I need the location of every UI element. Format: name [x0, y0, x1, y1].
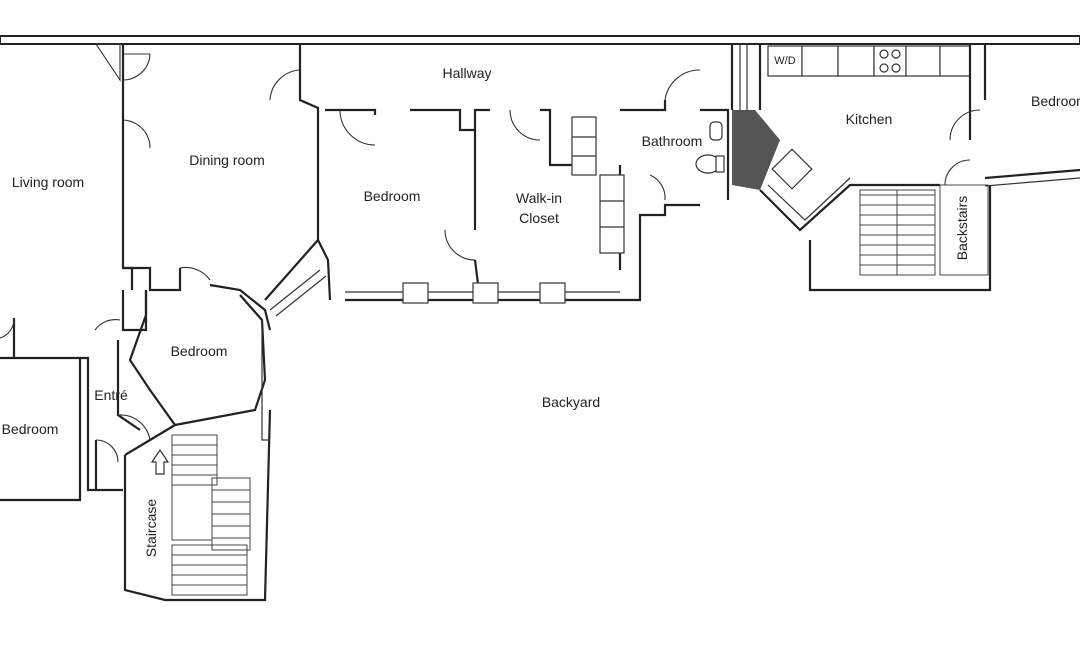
- room-label-bedroom-middle: Bedroom: [364, 188, 421, 204]
- kitchen-walls: [758, 44, 987, 232]
- top-outer-wall: [0, 35, 1080, 45]
- closet-shelves: [571, 116, 625, 254]
- room-label-hallway: Hallway: [442, 65, 491, 81]
- room-label-walk-in-line1: Walk-in: [516, 190, 562, 206]
- washer-dryer-label: W/D: [774, 55, 795, 67]
- room-label-backstairs: Backstairs: [954, 196, 970, 261]
- middle-rooms-walls: [325, 108, 700, 304]
- room-label-staircase: Staircase: [143, 499, 159, 558]
- staircase-steps: [171, 434, 251, 596]
- room-label-bathroom: Bathroom: [642, 133, 703, 149]
- room-label-bedroom-left: Bedroom: [2, 421, 59, 437]
- room-label-walk-in-line2: Closet: [519, 210, 559, 226]
- bathroom-walls: [620, 44, 780, 201]
- backstairs-walls: [808, 168, 1080, 292]
- backstairs-steps: [859, 189, 936, 276]
- room-label-kitchen: Kitchen: [846, 111, 893, 127]
- room-label-dining-room: Dining room: [189, 152, 264, 168]
- lower-left-walls: [94, 290, 272, 602]
- room-label-entre: Entré: [94, 387, 128, 403]
- room-label-backyard: Backyard: [542, 394, 600, 410]
- room-label-bedroom-right: Bedroom: [1031, 93, 1080, 109]
- chimney-block: [732, 110, 780, 190]
- room-label-bedroom-lower: Bedroom: [171, 343, 228, 359]
- room-label-living-room: Living room: [12, 174, 84, 190]
- dining-hallway-walls: [94, 43, 332, 331]
